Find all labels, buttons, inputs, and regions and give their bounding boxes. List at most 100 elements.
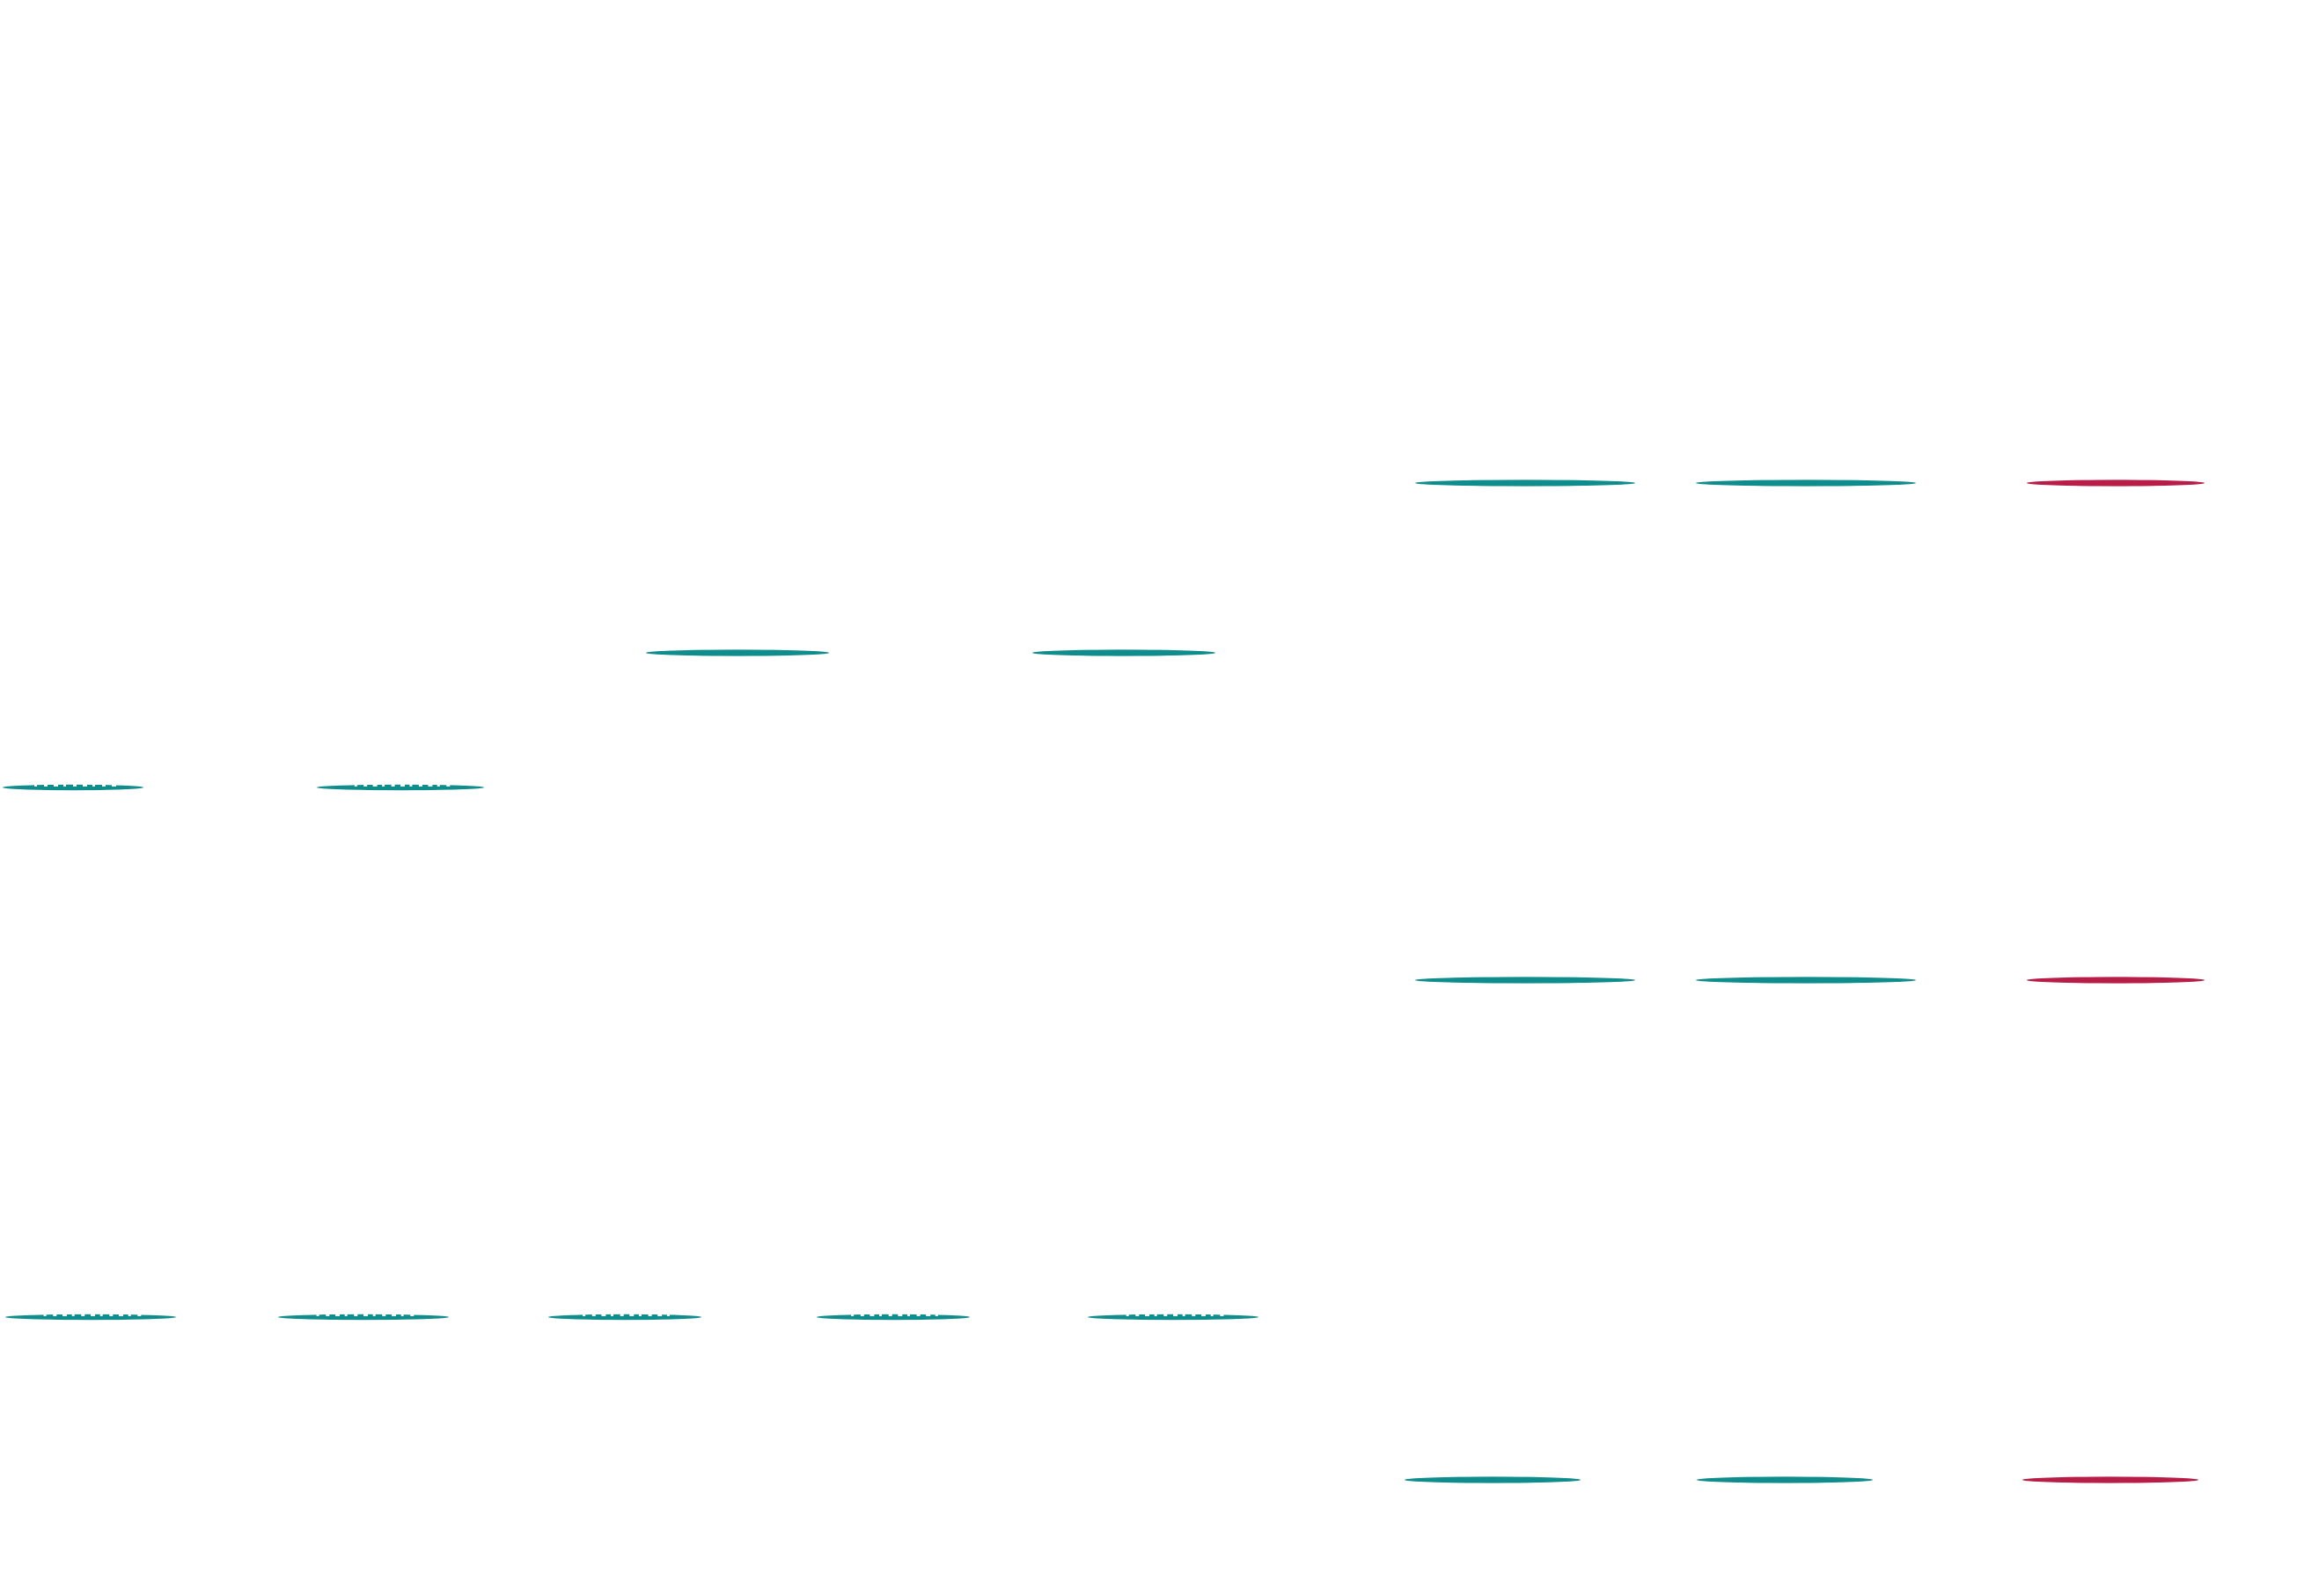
speckle-mark — [638, 1314, 642, 1316]
speckle-mark — [400, 1314, 404, 1316]
node-group-middle-row — [3, 784, 484, 791]
speckle-mark — [1201, 1314, 1206, 1316]
speckle-mark — [382, 784, 385, 787]
node-r2-a — [1415, 977, 1635, 984]
speckle-mark — [44, 784, 48, 787]
speckle-mark — [410, 1314, 415, 1316]
speckle-mark — [620, 1314, 624, 1316]
speckle-mark — [907, 1314, 910, 1316]
speckle-mark — [1210, 1314, 1214, 1316]
speckle-mark — [916, 1314, 921, 1316]
speckle-mark — [372, 784, 378, 787]
node-r2-b — [1696, 977, 1916, 984]
speckle-mark — [344, 1314, 348, 1316]
node-bottom-e — [1088, 1314, 1258, 1321]
node-r2-c — [2027, 977, 2205, 984]
speckle-mark — [326, 1314, 330, 1316]
speckle-mark — [91, 1314, 95, 1316]
speckle-mark — [372, 1314, 376, 1316]
speckle-mark — [354, 1314, 358, 1316]
speckle-mark — [1145, 1314, 1149, 1316]
speckle-mark — [888, 1314, 892, 1316]
node-bottom-a — [5, 1314, 176, 1321]
speckle-mark — [128, 1314, 131, 1316]
speckle-mark — [137, 1314, 142, 1316]
node-r1-b — [1696, 480, 1916, 487]
node-left-pair-a — [646, 649, 829, 656]
speckle-mark — [926, 1314, 931, 1316]
speckle-mark — [648, 1314, 652, 1316]
speckle-mark — [935, 1314, 938, 1316]
speckle-mark — [1154, 1314, 1157, 1316]
speckle-mark — [879, 1314, 882, 1316]
node-r1-c — [2027, 480, 2205, 487]
speckle-mark — [1182, 1314, 1185, 1316]
speckle-mark — [81, 1314, 85, 1316]
speckle-mark — [1192, 1314, 1196, 1316]
node-bottom-c — [548, 1314, 701, 1321]
speckle-mark — [109, 1314, 114, 1316]
speckle-mark — [657, 1314, 663, 1316]
speckle-mark — [92, 784, 95, 787]
node-group-bottom-left-row — [5, 1314, 1258, 1321]
speckle-mark — [611, 1314, 613, 1316]
speckle-mark — [83, 784, 87, 787]
node-bottom-d — [817, 1314, 970, 1321]
speckle-mark — [437, 784, 440, 787]
speckle-mark — [63, 784, 66, 787]
speckle-mark — [71, 1314, 75, 1316]
speckle-mark — [418, 784, 422, 787]
node-r3-c — [2022, 1476, 2198, 1483]
node-groups — [3, 480, 2205, 1483]
node-group-right-row-3 — [1405, 1476, 2198, 1483]
speckle-mark — [316, 1314, 319, 1316]
speckle-mark — [870, 1314, 875, 1316]
speckle-mark — [1126, 1314, 1129, 1316]
node-group-right-row-2 — [1415, 977, 2205, 984]
speckle-mark — [112, 784, 116, 787]
speckle-mark — [629, 1314, 635, 1316]
speckle-mark — [666, 1314, 670, 1316]
node-speckled-a — [3, 784, 143, 791]
speckle-mark — [34, 784, 37, 787]
speckle-mark — [62, 1314, 67, 1316]
speckle-mark — [354, 784, 357, 787]
speckle-mark — [73, 784, 77, 787]
speckle-mark — [53, 1314, 57, 1316]
speckle-mark — [382, 1314, 386, 1316]
node-bottom-b — [278, 1314, 449, 1321]
node-r3-a — [1405, 1476, 1581, 1483]
speckle-mark — [54, 784, 58, 787]
node-speckled-b — [317, 784, 484, 791]
speckle-mark — [898, 1314, 903, 1316]
speckle-mark — [851, 1314, 855, 1316]
speckle-mark — [583, 1314, 586, 1316]
speckle-mark — [860, 1314, 864, 1316]
speckle-mark — [1220, 1314, 1224, 1316]
node-left-pair-b — [1032, 649, 1215, 656]
speckle-mark — [409, 784, 413, 787]
speckle-mark — [1163, 1314, 1168, 1316]
speckle-mark — [1135, 1314, 1140, 1316]
speckle-mark — [400, 784, 405, 787]
speckle-mark — [601, 1314, 606, 1316]
node-group-right-row-1 — [1415, 480, 2205, 487]
node-group-top-left-row — [646, 649, 1215, 656]
speckle-mark — [363, 784, 368, 787]
speckle-mark — [43, 1314, 47, 1316]
speckle-mark — [102, 784, 106, 787]
speckle-mark — [363, 1314, 368, 1316]
speckle-mark — [428, 784, 433, 787]
speckle-mark — [591, 1314, 596, 1316]
speckle-mark — [99, 1314, 103, 1316]
speckle-mark — [446, 784, 451, 787]
speckle-mark — [391, 784, 395, 787]
node-r1-a — [1415, 480, 1635, 487]
speckle-mark — [119, 1314, 123, 1316]
speckle-mark — [1173, 1314, 1178, 1316]
speckle-mark — [392, 1314, 396, 1316]
speckle-mark — [335, 1314, 340, 1316]
node-r3-b — [1697, 1476, 1873, 1483]
